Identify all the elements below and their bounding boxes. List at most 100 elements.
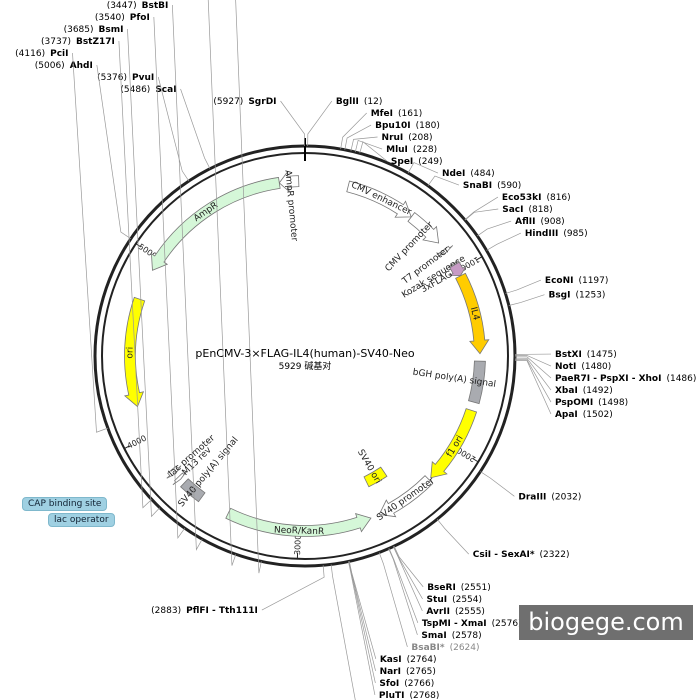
feature-bgh <box>468 360 486 405</box>
site-coord: (5927) <box>213 97 243 107</box>
lac-operator-callout: lac operator <box>48 513 115 527</box>
site-pfoi: (3540)PfoI <box>95 13 186 540</box>
site-apai: ApaI(1502) <box>514 360 613 420</box>
site-label: (5927) SgrDI <box>213 97 276 107</box>
site-label: BstXI (1475) <box>555 350 617 360</box>
site-coord: (2578) <box>452 631 482 641</box>
feature-label-cmv-enhancer: CMV enhancer <box>349 180 413 218</box>
feature-cmv-enhancer <box>346 180 412 218</box>
site-coord: (3447) <box>107 1 137 11</box>
site-name: KasI <box>380 655 402 665</box>
site-leader <box>388 548 418 636</box>
feature-m13-rev <box>172 471 187 486</box>
site-label: BsgI(1253) <box>548 291 605 301</box>
site-bstz17i: (3737)BstZ17I <box>41 37 152 509</box>
site-coord: (2765) <box>406 667 436 677</box>
site-leader <box>514 360 552 415</box>
site-paer7i: PaeR7I - PspXI - XhoI(1486) <box>514 356 696 384</box>
site-leader <box>393 546 424 588</box>
site-coord: (2032) <box>551 492 581 502</box>
site-coord: (2576) <box>492 619 522 629</box>
site-leader <box>280 100 305 147</box>
site-pcii: (4116)PciI <box>15 49 108 433</box>
site-name: SgrDI <box>248 97 276 107</box>
site-coord: (818) <box>528 205 552 215</box>
site-label: TspMI - XmaI (2576) <box>422 619 522 629</box>
site-label: NotI(1480) <box>555 362 611 372</box>
site-spei: SpeI(249) <box>359 141 443 167</box>
site-label: PluTI(2768) <box>379 691 440 700</box>
site-label: (4116)PciI <box>15 49 68 59</box>
site-label: PspOMI(1498) <box>555 398 628 408</box>
site-label: (5376)PvuI <box>97 73 154 83</box>
site-name: BstXI <box>555 350 582 360</box>
site-coord: (816) <box>546 193 570 203</box>
site-name: AvrII <box>426 607 450 617</box>
feature-t7-promoter <box>437 245 454 258</box>
site-label: SpeI(249) <box>391 157 443 167</box>
site-name: TspMI - XmaI <box>422 619 487 629</box>
site-label: HindIII(985) <box>525 229 588 239</box>
site-coord: (1492) <box>583 386 613 396</box>
site-label: BglII(12) <box>336 97 383 107</box>
site-label: Eco53kI (816) <box>502 193 571 203</box>
feature-sv40-polya <box>180 478 206 503</box>
site-bglii: BglII(12) <box>307 97 383 147</box>
site-label: SnaBI (590) <box>463 181 521 191</box>
site-name: XbaI <box>555 386 578 396</box>
site-name: AhdI <box>70 61 93 71</box>
watermark: biogege.com <box>519 605 693 640</box>
site-label: KasI(2764) <box>380 655 437 665</box>
ring-tick-label-3000: 3000 <box>293 535 303 556</box>
site-tspmi: TspMI - XmaI (2576) <box>388 548 522 629</box>
site-name: PfoI <box>130 13 150 23</box>
site-ndei: NdeI(484) <box>407 162 495 179</box>
site-coord: (1197) <box>578 276 608 286</box>
site-name: DraIII <box>518 492 546 502</box>
site-coord: (3685) <box>64 25 94 35</box>
site-coord: (1475) <box>587 350 617 360</box>
site-mlui: MluI(228) <box>354 139 437 155</box>
site-label: SacI (818) <box>502 205 552 215</box>
site-msci: MscI(2847) <box>330 564 356 700</box>
site-name: SmaI <box>421 631 446 641</box>
site-name: PspOMI <box>555 398 593 408</box>
site-leader <box>378 552 408 648</box>
ring-tick-1000 <box>476 256 483 261</box>
site-coord: (2624) <box>450 643 480 653</box>
site-leader <box>407 162 439 174</box>
site-name: NruI <box>382 133 404 143</box>
site-label: Bpu10I(180) <box>375 121 440 131</box>
site-name: PaeR7I - PspXI - XhoI <box>555 374 661 384</box>
site-label: SmaI (2578) <box>421 631 481 641</box>
site-name: SnaBI <box>463 181 492 191</box>
restriction-sites: BglII(12)MfeI(161)Bpu10I(180)NruI(208)Ml… <box>15 0 696 700</box>
site-pvui: (5376)PvuI <box>97 73 190 182</box>
site-label: ApaI(1502) <box>555 410 613 420</box>
site-name: SacI <box>502 205 523 215</box>
site-name: NotI <box>555 362 576 372</box>
feature-label-ori: ori <box>125 347 135 359</box>
site-coord: (249) <box>418 157 442 167</box>
site-mfei: MfeI(161) <box>340 109 422 150</box>
site-label: EcoNI(1197) <box>545 276 608 286</box>
site-label: XbaI (1492) <box>555 386 613 396</box>
site-label: MluI(228) <box>386 145 437 155</box>
site-draiii: DraIII (2032) <box>480 471 581 502</box>
site-coord: (228) <box>413 145 437 155</box>
site-saci: SacI (818) <box>464 205 553 221</box>
site-leader <box>514 356 552 379</box>
site-leader <box>207 0 237 566</box>
site-csii: CsiI - SexAI*(2322) <box>436 518 569 560</box>
site-name: Eco53kI <box>502 193 542 203</box>
site-leader <box>514 359 552 403</box>
site-noti: NotI(1480) <box>514 355 611 372</box>
ring-tick-2000 <box>472 458 479 463</box>
site-name: MfeI <box>371 109 393 119</box>
site-sgrdi: (5927) SgrDI <box>213 97 305 147</box>
site-name: BstZ17I <box>76 37 115 47</box>
site-label: AvrII(2555) <box>426 607 485 617</box>
site-coord: (2766) <box>404 679 434 689</box>
site-name: Bpu10I <box>375 121 411 131</box>
site-coord: (590) <box>497 181 521 191</box>
